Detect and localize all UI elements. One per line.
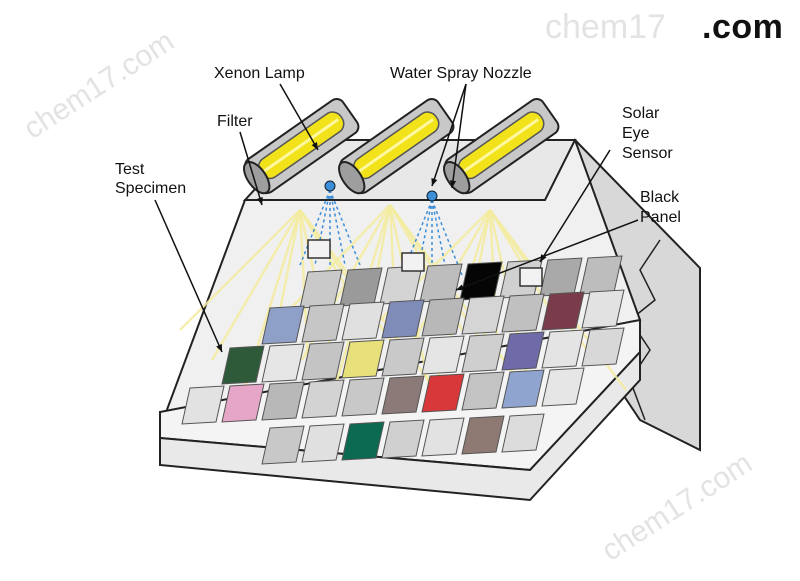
test-specimen [381, 419, 425, 459]
spray-nozzle [324, 180, 336, 192]
water-spray-stream [299, 189, 331, 266]
water-spray-stream [416, 199, 433, 276]
test-specimen [261, 343, 305, 383]
test-specimen [541, 367, 585, 407]
label-pointers [154, 83, 639, 353]
test-specimen [301, 423, 345, 463]
lamp-highlight [358, 118, 434, 173]
test-specimen [501, 331, 545, 371]
label-pointer-line [539, 149, 611, 263]
label-solar-eye-line2: Eye [622, 125, 650, 142]
test-specimen [461, 371, 505, 411]
watermark-text-top: chem17 [545, 8, 666, 46]
label-pointer-line [455, 219, 639, 291]
test-specimen [261, 381, 305, 421]
label-xenon-lamp: Xenon Lamp [214, 65, 305, 82]
label-solar-eye-line1: Solar [622, 105, 660, 122]
test-specimen [341, 339, 385, 379]
label-pointer-arrowhead [216, 344, 222, 352]
label-pointer-arrowhead [540, 254, 547, 262]
spray-nozzle [426, 190, 438, 202]
test-specimen [421, 335, 465, 375]
test-specimen [261, 305, 305, 345]
label-filter: Filter [217, 113, 253, 130]
water-spray-stream [314, 189, 331, 266]
label-pointer-line [451, 83, 467, 189]
lamp-assembly [243, 97, 360, 195]
test-specimen [261, 425, 305, 465]
label-pointer-arrowhead [456, 284, 464, 291]
test-specimen [421, 297, 465, 337]
label-solar-eye-line3: Sensor [622, 145, 673, 162]
test-specimen [381, 375, 425, 415]
label-pointer-line [239, 131, 263, 206]
water-spray-stream [329, 189, 361, 266]
test-specimen [501, 293, 545, 333]
label-test-specimen-line1: Test [115, 161, 145, 178]
test-specimen [341, 301, 385, 341]
test-specimen [461, 333, 505, 373]
test-specimen [381, 337, 425, 377]
water-spray-stream [431, 199, 463, 276]
test-specimen [301, 303, 345, 343]
test-specimen [461, 295, 505, 335]
test-specimen [501, 413, 545, 453]
test-specimen [221, 345, 265, 385]
label-water-spray-nozzle: Water Spray Nozzle [390, 65, 532, 82]
label-pointer-line [431, 83, 467, 187]
solar-eye-sensor [307, 239, 331, 259]
test-specimen [461, 415, 505, 455]
label-pointer-line [154, 199, 223, 353]
label-black-panel-line2: Panel [640, 209, 681, 226]
lamp-assembly [443, 97, 560, 195]
light-ray [388, 204, 528, 391]
label-test-specimen-line2: Specimen [115, 180, 187, 197]
test-specimen [341, 377, 385, 417]
test-specimen [581, 289, 625, 329]
label-pointer-arrowhead [449, 180, 457, 188]
test-specimen [501, 369, 545, 409]
label-pointer-arrowhead [311, 142, 318, 150]
test-specimen [341, 421, 385, 461]
label-pointer-arrowhead [256, 197, 263, 205]
label-black-panel-line1: Black [640, 189, 680, 206]
test-specimen [181, 385, 225, 425]
test-specimen [421, 417, 465, 457]
lamp-highlight [463, 118, 539, 173]
solar-eye-sensor [519, 267, 543, 287]
test-specimen [381, 299, 425, 339]
lamp-assemblies [243, 97, 560, 287]
lamp-end-cap [443, 160, 471, 195]
test-specimen [221, 383, 265, 423]
light-ray [179, 209, 301, 331]
lamp-assembly [338, 97, 455, 195]
light-ray [210, 209, 302, 361]
test-specimen [581, 327, 625, 367]
test-specimen [541, 329, 585, 369]
test-specimen [301, 379, 345, 419]
lamp-end-cap [338, 160, 366, 195]
test-specimen [541, 291, 585, 331]
test-specimen [301, 341, 345, 381]
lamp-highlight [263, 118, 339, 173]
solar-eye-sensor [401, 252, 425, 272]
test-specimen [421, 373, 465, 413]
water-spray-stream [431, 199, 448, 276]
label-pointer-line [279, 83, 319, 151]
lamp-end-cap [243, 160, 271, 195]
label-pointer-arrowhead [431, 178, 438, 186]
watermark-brand: .com [702, 8, 784, 46]
water-spray-stream [329, 189, 346, 266]
